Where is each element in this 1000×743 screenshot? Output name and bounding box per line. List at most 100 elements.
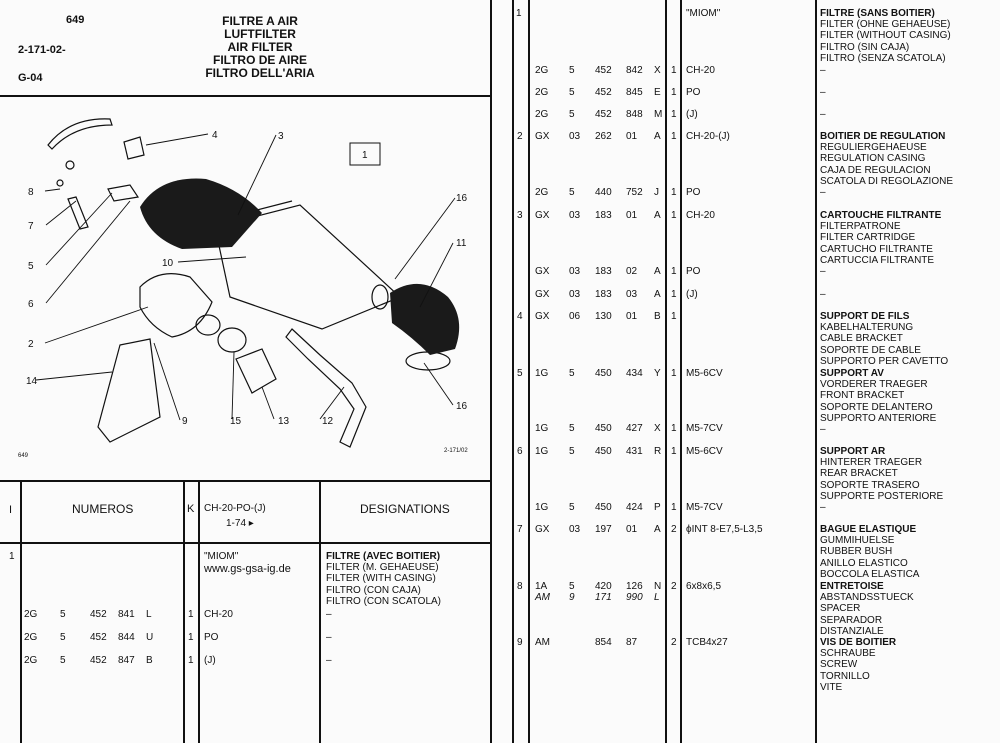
right-row-12-c4: 431 <box>626 446 643 457</box>
designation-line: – <box>820 65 826 76</box>
designation-en: FILTER (WITHOUT CASING) <box>820 30 951 42</box>
group-code: G-04 <box>18 72 43 84</box>
designation-it: FILTRO (CON SCATOLA) <box>326 595 442 607</box>
right-row-9-idx: 4 <box>517 311 523 322</box>
right-row-11-c5: X <box>654 423 661 434</box>
right-row-2-c5: E <box>654 87 661 98</box>
right-row-17-model: TCB4x27 <box>686 637 728 648</box>
designation-line: DISTANZIALE <box>820 625 884 637</box>
cable-bracket <box>123 136 145 160</box>
callout-2: 2 <box>28 339 34 350</box>
left-row-1-c3: 452 <box>90 609 107 620</box>
col-header-k: K <box>187 503 195 515</box>
right-row-4-c5: A <box>654 131 661 142</box>
air-hose <box>97 338 161 443</box>
item-index: 1 <box>9 551 15 562</box>
right-row-17-idx: 9 <box>517 637 523 648</box>
right-row-8-c1: GX <box>535 289 550 300</box>
designation-line: CARTUCCIA FILTRANTE <box>820 254 935 266</box>
right-row-14-idx: 7 <box>517 524 523 535</box>
right-row-10-c5: Y <box>654 368 661 379</box>
designation-de: FILTER (OHNE GEHAEUSE) <box>820 19 951 31</box>
right-row-13-c4: 424 <box>626 502 643 513</box>
callout-5: 5 <box>28 261 34 272</box>
right-row-14-model: ϕINT 8-E7,5-L3,5 <box>686 524 763 535</box>
right-row-16-c2: 9 <box>569 592 575 603</box>
right-row-10-k: 1 <box>671 368 677 379</box>
left-row-3-c3: 452 <box>90 655 107 666</box>
right-row-11-model: M5-7CV <box>686 423 723 434</box>
designation-line: REGULATION CASING <box>820 153 926 165</box>
right-row-4-model: CH-20-(J) <box>686 131 730 142</box>
divider <box>183 480 185 743</box>
corner-left: 649 <box>18 453 29 459</box>
right-row-10-c1: 1G <box>535 368 549 379</box>
right-row-6-c5: A <box>654 210 661 221</box>
left-row-1-model: CH-20 <box>204 609 233 620</box>
designation-line: SOPORTE DELANTERO <box>820 401 933 413</box>
breather-tube <box>285 328 367 448</box>
right-row-3-c1: 2G <box>535 109 549 120</box>
designation-line: – <box>820 502 826 514</box>
right-row-5-k: 1 <box>671 187 677 198</box>
designation-line: REGULIERGEHAEUSE <box>820 142 927 154</box>
right-row-12-c1: 1G <box>535 446 549 457</box>
page-number: 649 <box>66 14 85 26</box>
right-row-3-c4: 848 <box>626 109 643 120</box>
left-row-2-desig: – <box>326 632 332 643</box>
right-row-15-c4: 126 <box>626 581 643 592</box>
right-row-1-c2: 5 <box>569 65 575 76</box>
callout-16-top: 16 <box>456 193 468 204</box>
right-row-7-c4: 02 <box>626 266 638 277</box>
designation-block: FILTRE (AVEC BOITIER) FILTER (M. GEHAEUS… <box>326 551 441 607</box>
right-row-7-c2: 03 <box>569 266 581 277</box>
right-row-10-c3: 450 <box>595 368 612 379</box>
callout-14: 14 <box>26 376 38 387</box>
left-row-3-c2: 5 <box>60 655 66 666</box>
right-row-5-designation: – <box>820 187 826 198</box>
right-row-8-k: 1 <box>671 289 677 300</box>
designation-line: GUMMIHUELSE <box>820 535 895 547</box>
right-row-13-c5: P <box>654 502 661 513</box>
designation-line: ANILLO ELASTICO <box>820 557 908 569</box>
left-row-1-desig: – <box>326 609 332 620</box>
right-row-1-model: CH-20 <box>686 65 715 76</box>
right-row-13-c3: 450 <box>595 502 612 513</box>
designation-line: HINTERER TRAEGER <box>820 457 923 469</box>
right-row-8-designation: – <box>820 289 826 300</box>
designation-line: ABSTANDSSTUECK <box>820 592 914 604</box>
right-row-9-c1: GX <box>535 311 550 322</box>
designation-line: – <box>820 424 826 436</box>
designation-line: SOPORTE DE CABLE <box>820 344 921 356</box>
callout-12: 12 <box>322 416 334 427</box>
title-fr: FILTRE A AIR <box>222 14 298 28</box>
callout-7: 7 <box>28 221 34 232</box>
right-row-12-c3: 450 <box>595 446 612 457</box>
right-row-15-c5: N <box>654 581 662 592</box>
website-link[interactable]: www.gs-gsa-ig.de <box>204 563 291 575</box>
left-row-1-c1: 2G <box>24 609 38 620</box>
right-row-15-c3: 420 <box>595 581 612 592</box>
right-row-13-model: M5-7CV <box>686 502 723 513</box>
designation-it: FILTRO (SENZA SCATOLA) <box>820 52 946 64</box>
rear-bracket <box>107 184 140 202</box>
right-row-1-c4: 842 <box>626 65 643 76</box>
right-row-10-c2: 5 <box>569 368 575 379</box>
designation-line: CARTOUCHE FILTRANTE <box>820 210 942 221</box>
designation-block: FILTRE (SANS BOITIER) FILTER (OHNE GEHAE… <box>820 8 951 64</box>
designation-line: BOITIER DE REGULATION <box>820 131 946 142</box>
right-row-1-c5: X <box>654 65 661 76</box>
right-row-6-c4: 01 <box>626 210 638 221</box>
right-row-6-c2: 03 <box>569 210 581 221</box>
right-row-14-c3: 197 <box>595 524 612 535</box>
divider <box>319 480 321 743</box>
right-row-8-c5: A <box>654 289 661 300</box>
divider <box>665 0 667 743</box>
clamp-ring <box>217 327 247 353</box>
left-row-3-c5: B <box>146 655 153 666</box>
right-row-12-k: 1 <box>671 446 677 457</box>
left-row-3-desig: – <box>326 655 332 666</box>
